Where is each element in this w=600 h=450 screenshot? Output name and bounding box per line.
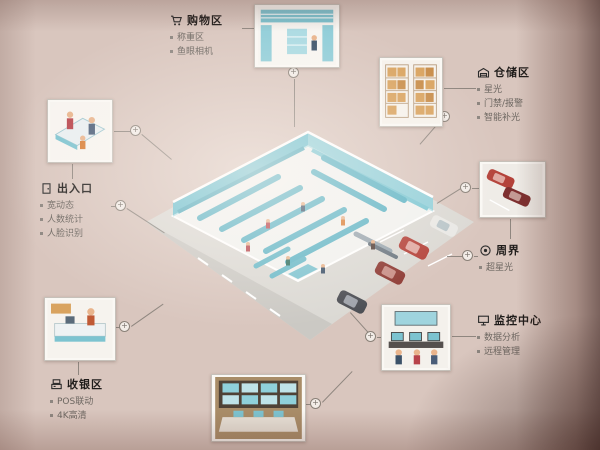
perimeter-icon bbox=[480, 244, 491, 256]
callout-bullet: 宽动态 bbox=[40, 200, 112, 214]
bullet-marker bbox=[477, 101, 480, 105]
warehouse-icon bbox=[477, 67, 490, 78]
callout-bullet: POS联动 bbox=[50, 396, 122, 410]
callout-bullet: 4K高清 bbox=[50, 410, 122, 424]
connector-line bbox=[472, 188, 479, 189]
connector-line bbox=[322, 371, 353, 403]
connector-line bbox=[294, 79, 295, 127]
connector-line bbox=[447, 256, 463, 257]
monitor-icon bbox=[478, 315, 489, 325]
bullet-marker bbox=[170, 36, 173, 39]
callout-title: 出入口 bbox=[57, 182, 93, 195]
bullet-text: 星光 bbox=[484, 85, 503, 95]
callout-bullet: 人数统计 bbox=[40, 214, 112, 228]
connector-node-icon bbox=[310, 398, 321, 409]
callout-control-center: 监控中心 数据分析 远程管理 bbox=[477, 312, 563, 360]
callout-bullet: 鱼眼相机 bbox=[170, 46, 242, 60]
bullet-text: 4K高清 bbox=[57, 410, 87, 421]
bullet-text: POS联动 bbox=[57, 397, 94, 407]
callout-perimeter: 周界 超星光 bbox=[479, 242, 543, 276]
connector-node-icon bbox=[119, 321, 130, 332]
connector-line bbox=[474, 256, 478, 257]
connector-node-icon bbox=[115, 200, 126, 211]
connector-line bbox=[72, 164, 73, 179]
bullet-marker bbox=[477, 336, 480, 339]
callout-title: 周界 bbox=[496, 244, 520, 257]
pos-icon bbox=[51, 378, 62, 389]
thumb-cashier-counter bbox=[44, 297, 116, 361]
connector-node-icon bbox=[462, 250, 473, 261]
callout-bullet: 门禁/报警 bbox=[477, 98, 561, 112]
callout-bullet: 远程管理 bbox=[477, 346, 563, 360]
thumb-parking-cars bbox=[479, 161, 546, 218]
cart-icon bbox=[171, 15, 182, 25]
connector-node-icon bbox=[288, 67, 299, 78]
callout-title: 收银区 bbox=[67, 378, 103, 391]
connector-line bbox=[444, 88, 476, 89]
callout-bullet: 人脸识别 bbox=[40, 228, 112, 242]
bullet-marker bbox=[40, 217, 43, 221]
bullet-text: 鱼眼相机 bbox=[177, 46, 214, 57]
bullet-text: 数据分析 bbox=[484, 333, 521, 343]
callout-cashier-area: 收银区 POS联动 4K高清 bbox=[50, 376, 122, 424]
callout-title: 仓储区 bbox=[494, 66, 530, 79]
bullet-text: 超星光 bbox=[486, 263, 514, 273]
connector-node-icon bbox=[460, 182, 471, 193]
callout-bullet: 数据分析 bbox=[477, 332, 563, 346]
bullet-marker bbox=[477, 88, 480, 91]
bullet-text: 称重区 bbox=[177, 33, 205, 43]
callout-title: 购物区 bbox=[187, 14, 223, 27]
thumb-control-room bbox=[211, 374, 306, 442]
connector-node-icon bbox=[365, 331, 376, 342]
bullet-marker bbox=[479, 266, 482, 269]
connector-line bbox=[114, 131, 131, 132]
bullet-text: 宽动态 bbox=[47, 201, 75, 211]
bullet-text: 人脸识别 bbox=[47, 228, 84, 239]
bullet-text: 人数统计 bbox=[47, 214, 84, 225]
thumb-monitoring-staff bbox=[381, 304, 451, 371]
door-icon bbox=[42, 182, 51, 194]
callout-entrance-exit: 出入口 宽动态 人数统计 人脸识别 bbox=[40, 180, 112, 242]
connector-line bbox=[452, 336, 476, 337]
bullet-marker bbox=[40, 204, 43, 207]
connector-line bbox=[242, 28, 254, 29]
bullet-text: 门禁/报警 bbox=[484, 98, 524, 109]
bullet-text: 远程管理 bbox=[484, 346, 521, 357]
thumb-entrance-shoppers bbox=[47, 99, 113, 163]
bullet-marker bbox=[170, 49, 173, 53]
callout-bullet: 超星光 bbox=[479, 262, 543, 276]
callout-bullet: 智能补光 bbox=[477, 112, 561, 126]
callout-shopping-area: 购物区 称重区 鱼眼相机 bbox=[170, 12, 242, 60]
bullet-marker bbox=[477, 115, 480, 119]
bullet-marker bbox=[477, 349, 480, 353]
callout-storage-area: 仓储区 星光 门禁/报警 智能补光 bbox=[477, 64, 561, 126]
bullet-marker bbox=[50, 400, 53, 403]
callout-title: 监控中心 bbox=[494, 314, 542, 327]
connector-line bbox=[78, 362, 79, 375]
connector-node-icon bbox=[130, 125, 141, 136]
bullet-text: 智能补光 bbox=[484, 112, 521, 123]
thumb-storage-racks bbox=[379, 57, 443, 127]
bullet-marker bbox=[40, 231, 43, 235]
callout-bullet: 星光 bbox=[477, 84, 561, 98]
callout-bullet: 称重区 bbox=[170, 32, 242, 46]
connector-line bbox=[510, 219, 511, 239]
thumb-shopping-aisle bbox=[254, 4, 340, 68]
bullet-marker bbox=[50, 413, 53, 417]
